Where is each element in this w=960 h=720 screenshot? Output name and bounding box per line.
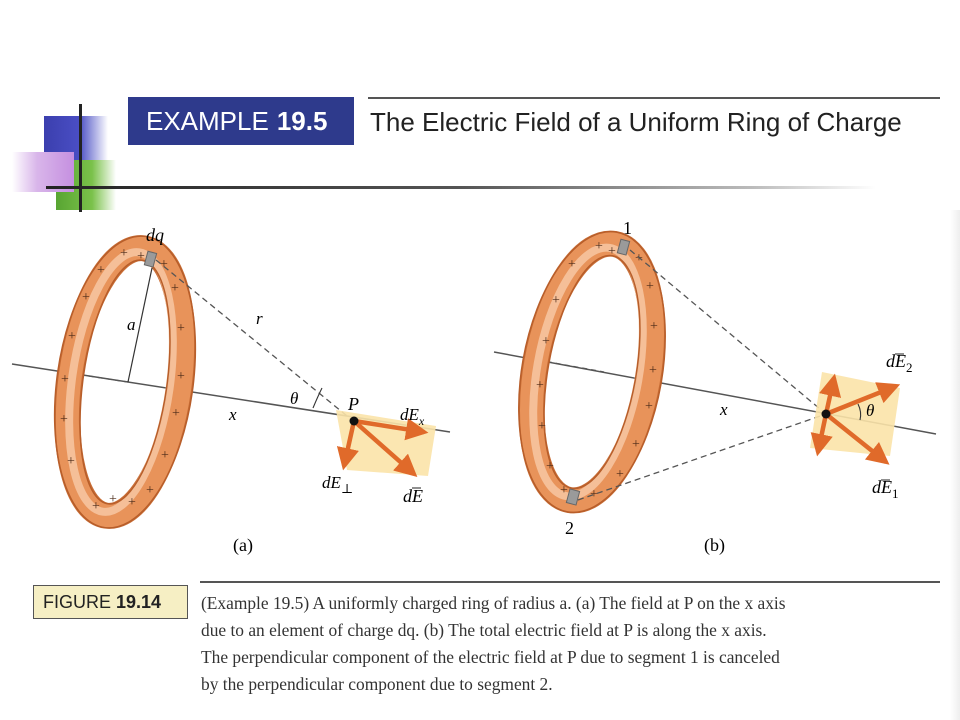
caption-line: due to an element of charge dq. (b) The …: [201, 620, 767, 640]
svg-text:+: +: [146, 483, 154, 498]
label-dEx: dEx: [400, 405, 425, 428]
svg-text:+: +: [608, 244, 616, 259]
svg-text:+: +: [546, 459, 554, 474]
svg-text:+: +: [595, 239, 603, 254]
radius-line-a: [127, 267, 153, 383]
dE2-vector: [825, 382, 901, 417]
svg-text:+: +: [160, 257, 168, 272]
figure-prefix: FIGURE: [43, 591, 112, 612]
caption-rule: [200, 581, 940, 583]
label-x-a: x: [228, 405, 237, 424]
dashed-line-1: [629, 249, 827, 415]
example-badge: EXAMPLE 19.5: [128, 97, 354, 145]
figure-caption-text: (Example 19.5) A uniformly charged ring …: [201, 590, 946, 698]
svg-text:+: +: [137, 249, 145, 264]
svg-text:+: +: [650, 319, 658, 334]
svg-text:+: +: [109, 492, 117, 507]
svg-text:+: +: [92, 499, 100, 514]
caption-line: The perpendicular component of the elect…: [201, 647, 780, 667]
dEx-vector: [353, 418, 429, 441]
svg-text:+: +: [177, 321, 185, 336]
charged-ring-b: [518, 230, 666, 514]
svg-text:+: +: [171, 281, 179, 296]
plus-signs-b: +++ +++ +++ +++ +++ ++: [536, 239, 658, 502]
caption-letter-a: (a): [233, 535, 253, 556]
label-dE1: dE1: [872, 477, 899, 501]
charged-ring-a: [53, 235, 197, 529]
dE1-vector: [824, 412, 890, 465]
label-dE: dE: [403, 486, 423, 506]
label-r: r: [256, 309, 263, 328]
decor-vertical-line: [79, 104, 82, 212]
svg-text:+: +: [568, 257, 576, 272]
svg-text:+: +: [128, 495, 136, 510]
caption-letter-b: (b): [704, 535, 725, 556]
svg-text:+: +: [542, 334, 550, 349]
svg-text:+: +: [590, 487, 598, 502]
svg-text:+: +: [538, 419, 546, 434]
svg-text:+: +: [67, 454, 75, 469]
label-a: a: [127, 315, 136, 334]
example-prefix: EXAMPLE: [146, 105, 269, 136]
figure-b: +++ +++ +++ +++ +++ ++ 1 2 x θ dE2 dE1 (…: [493, 218, 937, 556]
svg-text:+: +: [646, 279, 654, 294]
svg-text:+: +: [649, 363, 657, 378]
svg-text:+: +: [82, 290, 90, 305]
label-segment-2: 2: [565, 518, 574, 538]
caption-line: (Example 19.5) A uniformly charged ring …: [201, 593, 786, 613]
svg-text:+: +: [635, 251, 643, 266]
dEperp-vector: [336, 420, 359, 471]
svg-text:+: +: [61, 372, 69, 387]
svg-text:+: +: [632, 437, 640, 452]
svg-text:+: +: [560, 483, 568, 498]
ring-field-diagram: +++ +++ +++ +++ +++ +++ dq a r θ x P dEx…: [11, 218, 937, 556]
label-theta-b: θ: [866, 401, 874, 420]
point-P-a: [349, 416, 359, 426]
svg-text:+: +: [97, 263, 105, 278]
label-dEperp: dE⊥: [322, 473, 353, 496]
example-title: The Electric Field of a Uniform Ring of …: [368, 97, 940, 145]
plus-signs-a: +++ +++ +++ +++ +++ +++: [60, 246, 185, 514]
svg-text:+: +: [177, 369, 185, 384]
charge-element-dq: [143, 250, 158, 268]
segment-2-element: [565, 488, 581, 506]
perp-vector-down: [810, 413, 833, 457]
decor-pink-block: [12, 152, 74, 192]
label-dE2: dE2: [886, 351, 913, 375]
svg-text:+: +: [536, 378, 544, 393]
decor-right-edge: [950, 210, 960, 720]
svg-text:+: +: [68, 329, 76, 344]
svg-text:+: +: [616, 467, 624, 482]
svg-text:+: +: [161, 448, 169, 463]
label-segment-1: 1: [623, 218, 632, 238]
caption-line: by the perpendicular component due to se…: [201, 674, 553, 694]
label-x-b: x: [719, 400, 728, 419]
svg-text:+: +: [172, 406, 180, 421]
svg-text:+: +: [60, 412, 68, 427]
svg-text:+: +: [645, 399, 653, 414]
dashed-line-2: [577, 413, 827, 501]
svg-text:+: +: [552, 293, 560, 308]
segment-1-element: [616, 238, 631, 256]
theta-arc-b: [857, 403, 862, 421]
example-number: 19.5: [276, 105, 328, 136]
label-P: P: [347, 394, 359, 414]
figure-badge: FIGURE 19.14: [33, 585, 188, 619]
dE-vector: [352, 419, 418, 477]
figure-a: +++ +++ +++ +++ +++ +++ dq a r θ x P dEx…: [11, 225, 451, 556]
point-P-b: [821, 409, 831, 419]
svg-text:+: +: [120, 246, 128, 261]
label-dq: dq: [146, 225, 164, 245]
perp-vector-up: [819, 373, 842, 415]
theta-arc-a: [312, 387, 323, 409]
label-theta-a: θ: [290, 389, 298, 408]
decor-horizontal-line: [46, 186, 876, 189]
figure-number: 19.14: [116, 591, 162, 612]
